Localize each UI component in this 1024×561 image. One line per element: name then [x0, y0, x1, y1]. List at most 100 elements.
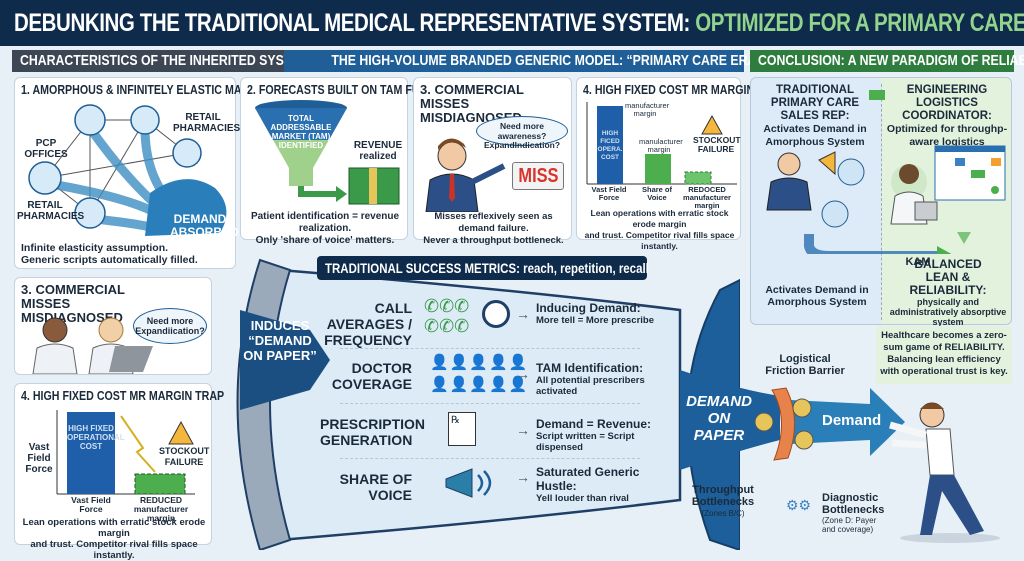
- hospital-icon: [74, 104, 106, 136]
- metric-name: PRESCRIPTION GENERATION: [320, 416, 426, 448]
- sales-rep-icon: [766, 152, 812, 211]
- y-label: Vast Field Force: [25, 442, 53, 475]
- x-label: REDOCED manufacturer margin: [683, 185, 731, 210]
- metric-row-call-averages: CALL AVERAGES / FREQUENCY ✆✆✆✆✆✆ → Induc…: [320, 292, 680, 348]
- panel-caption: Infinite elasticity assumption.Generic s…: [21, 242, 198, 266]
- panel-elastic-market: 1. AMORPHOUS & INFINITELY ELASTIC MARKET…: [14, 77, 271, 269]
- bottleneck-icon: [794, 430, 814, 450]
- title-main: DEBUNKING THE TRADITIONAL MEDICAL REPRES…: [14, 9, 690, 37]
- funnel-label: TOTAL ADDRESSABLE MARKET (TAM) IDENTIFIE…: [270, 114, 332, 150]
- demand-label: Demand: [822, 412, 882, 429]
- doctors-laptop-icon: [32, 317, 153, 374]
- megaphone-icon: [445, 468, 492, 498]
- thought-bubble: Need more awareness? ExpandIndication?: [476, 116, 568, 150]
- bar-fixed-cost: [67, 412, 115, 494]
- conclusion-illustration: [766, 145, 1006, 254]
- panel-caption: Patient identification = revenue realiza…: [250, 211, 400, 246]
- bar-label: HIGH FIXED OPERATIONAL COST: [67, 424, 125, 451]
- throughput-label: Throughput Bottlenecks(Zones B/C): [691, 484, 755, 518]
- bottom-left-label: Activates Demand in Amorphous System: [765, 284, 869, 308]
- metric-row-doctor-coverage: DOCTOR COVERAGE 👤👤👤👤👤👤👤👤👤👤 → TAM Identif…: [320, 352, 680, 406]
- flow-arrow: [804, 234, 939, 254]
- megaphone-funnel: [236, 258, 740, 550]
- bar-reduced-margin: [684, 171, 712, 185]
- metric-name: DOCTOR COVERAGE: [331, 360, 412, 392]
- panel-margin-trap-2: 4. HIGH FIXED COST MR MARGIN TRAP Vast F…: [14, 383, 224, 561]
- phone-icons: ✆✆✆✆✆✆: [424, 296, 470, 336]
- flowchart-screen-icon: [934, 145, 1006, 201]
- label-demand-absorbed: DEMAND ABSORBED: [170, 212, 239, 239]
- x-label: Vast Field Force: [591, 185, 627, 202]
- panel-misses-misdiagnosed-2: 3. COMMERCIAL MISSES MISDIAGNOSED Need m…: [14, 277, 212, 375]
- metric-sub: More tell = More prescribe: [536, 315, 654, 326]
- warning-icon: [701, 114, 723, 135]
- bar-field-force: [597, 106, 623, 184]
- businessman-icon: [425, 138, 506, 212]
- panel-title: 3. COMMERCIAL MISSES MISDIAGNOSED: [420, 82, 524, 125]
- metric-row-prescription: PRESCRIPTION GENERATION ℞ → Demand = Rev…: [320, 408, 680, 462]
- panel-title: 4. HIGH FIXED COST MR MARGIN TRAP: [583, 82, 787, 97]
- doctor-icon: [821, 200, 849, 228]
- margin-label: manulacturer margin: [639, 137, 683, 154]
- doctor-icon: [130, 105, 160, 135]
- warning-icon: [168, 420, 194, 445]
- header-bar: DEBUNKING THE TRADITIONAL MEDICAL REPRES…: [0, 0, 1024, 46]
- bar-reduced-margin: [134, 473, 186, 495]
- metric-name: CALL AVERAGES / FREQUENCY: [324, 300, 412, 348]
- label-retail-pharmacies-bottom: RETAIL PHARMACIES: [17, 200, 85, 222]
- metric-sub: Yell louder than rival: [536, 493, 629, 504]
- x-label: Vast Field Force: [71, 495, 111, 514]
- metric-head: Saturated Generic Hustle:: [536, 465, 640, 493]
- metric-head: Demand = Revenue:: [536, 417, 652, 431]
- gears-icon: ⚙⚙: [786, 497, 812, 513]
- section-model: THE HIGH-VOLUME BRANDED GENERIC MODEL: “…: [284, 50, 763, 72]
- coordinator-heading: ENGINEERING LOGISTICS COORDINATOR:Optimi…: [886, 84, 1008, 148]
- panel-caption: Lean operations with erratic stock erode…: [22, 517, 206, 561]
- arrow-icon: →: [516, 306, 530, 322]
- stockout-label: STOCKOUT FAILURE: [693, 135, 741, 154]
- megaphone-icon: [818, 151, 836, 176]
- arrow-icon: →: [516, 469, 530, 485]
- arrow-icon: →: [516, 422, 530, 438]
- traditional-rep-heading: TRADITIONAL PRIMARY CARE SALES REP:Activ…: [763, 84, 867, 148]
- label-pcp-offices: PCP OFFICES: [24, 138, 68, 160]
- metric-head: Inducing Demand:: [536, 301, 641, 315]
- conclusion-panel: TRADITIONAL PRIMARY CARE SALES REP:Activ…: [750, 77, 1012, 327]
- metric-head: TAM Identification:: [536, 361, 644, 375]
- margin-label: manufacturer margin: [625, 101, 670, 118]
- friction-barrier: [771, 387, 796, 461]
- demand-streams: [44, 125, 179, 233]
- x-label: REDUCED manufacturer margin: [133, 495, 189, 523]
- pharmacy-icon: [172, 138, 202, 168]
- metric-name: SHARE OF VOICE: [339, 471, 412, 503]
- cash-stack-icon: [348, 167, 400, 205]
- demand-blob: [145, 179, 227, 236]
- conclusion-note: Healthcare becomes a zero-sum game of RE…: [876, 326, 1012, 384]
- panel-caption: Lean operations with erratic stock erode…: [584, 208, 735, 251]
- x-label: Share of Voice: [641, 185, 672, 202]
- metric-row-share-of-voice: SHARE OF VOICE → Saturated Generic Hustl…: [320, 463, 680, 517]
- diagnostic-label: Diagnostic Bottlenecks(Zone D: Payer and…: [822, 492, 885, 534]
- panel-title: 1. AMORPHOUS & INFINITELY ELASTIC MARKET: [21, 82, 271, 97]
- bottleneck-icon: [754, 412, 774, 432]
- section-inherited: CHARACTERISTICS OF THE INHERITED SYSTEM: [12, 50, 310, 72]
- panel-margin-trap: 4. HIGH FIXED COST MR MARGIN TRAP HIGH F…: [576, 77, 786, 251]
- bottleneck-icon: [792, 398, 812, 418]
- metric-sub: Script written = Script dispensed: [536, 431, 635, 453]
- panel-misses-misdiagnosed: 3. COMMERCIAL MISSES MISDIAGNOSED Need m…: [413, 77, 572, 246]
- panel-caption: Misses reflexively seen as demand failur…: [423, 211, 564, 246]
- man-pushing-icon: [889, 402, 1000, 543]
- miss-sign: MISS: [512, 162, 564, 190]
- margin-bar-chart: [586, 102, 737, 185]
- kam-label: KAM: [905, 256, 931, 268]
- down-arrow-icon: [957, 232, 971, 244]
- friction-barrier-label: Logistical Friction Barrier: [765, 353, 845, 377]
- margin-bar-chart: [56, 410, 195, 495]
- demand-on-paper-label: DEMAND ON PAPER: [686, 393, 752, 444]
- label-retail-pharmacies-top: RETAIL PHARMACIES: [173, 112, 241, 134]
- induces-arrow: [240, 310, 330, 410]
- network-diagram: [28, 104, 227, 236]
- metric-sub: All potential prescribers activated: [536, 375, 645, 397]
- bar-share-of-voice: [645, 154, 671, 184]
